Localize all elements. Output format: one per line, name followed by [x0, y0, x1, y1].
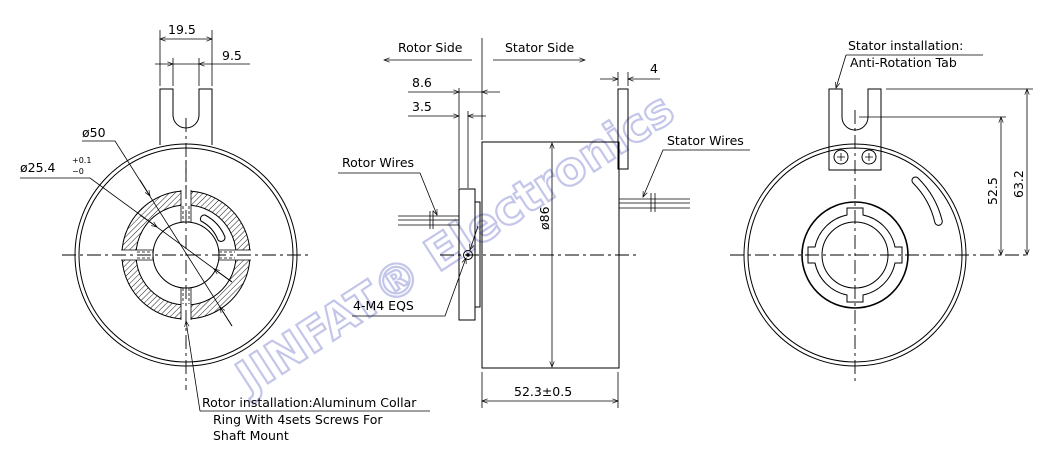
note-rotor-installation-line2: Ring With 4sets Screws For	[213, 412, 383, 427]
dim-bore-tol-lower: −0	[72, 167, 84, 176]
label-rotor-side: Rotor Side	[398, 40, 463, 55]
dim-collar-dia: ø50	[82, 125, 106, 140]
dim-tab-width: 19.5	[168, 22, 196, 37]
label-stator-wires: Stator Wires	[667, 133, 744, 148]
label-rotor-wires: Rotor Wires	[342, 155, 414, 170]
dim-flange-offset: 8.6	[412, 75, 432, 90]
keyed-bore	[807, 207, 903, 303]
dim-flange-thickness: 3.5	[412, 99, 432, 114]
stator-tab	[617, 88, 629, 170]
dim-tab-height: 63.2	[1011, 170, 1026, 198]
left-arc-slot	[199, 214, 226, 242]
dim-bore-tol-upper: +0.1	[72, 156, 91, 165]
dim-body-dia: ø86	[537, 206, 552, 230]
right-arc-slot	[911, 176, 943, 226]
watermark-text: JINFAT® Electronics	[224, 81, 683, 405]
dim-bore-dia: ø25.4	[20, 160, 56, 175]
anti-rotation-tab	[828, 88, 882, 171]
tab-screw-icon	[833, 149, 877, 165]
note-rotor-installation-line3: Shaft Mount	[213, 428, 289, 443]
dim-slot-height: 52.5	[985, 177, 1000, 205]
rotor-flange	[458, 188, 476, 321]
dim-slot-width: 9.5	[222, 48, 242, 63]
label-screws: 4-M4 EQS	[353, 298, 414, 313]
dim-tab-thickness: 4	[650, 61, 658, 76]
dim-body-length: 52.3±0.5	[514, 384, 572, 399]
watermark: JINFAT® Electronics	[223, 80, 684, 407]
note-stator-installation-line2: Anti-Rotation Tab	[850, 55, 957, 70]
left-view-rotor-end: 19.5 9.5 ø50 ø25.4 +0.1 −0 Rotor install…	[20, 22, 430, 443]
label-stator-side: Stator Side	[505, 40, 574, 55]
stator-wires	[619, 193, 690, 212]
note-stator-installation-line1: Stator installation:	[848, 38, 963, 53]
side-view: Rotor Side Stator Side 8.6 3.5 ø86	[338, 38, 750, 408]
right-view-stator-end: 52.5 63.2 Stator installation: Anti-Rota…	[730, 38, 1033, 385]
note-rotor-installation-line1: Rotor installation:Aluminum Collar	[202, 395, 417, 410]
rotor-wires	[398, 211, 459, 229]
